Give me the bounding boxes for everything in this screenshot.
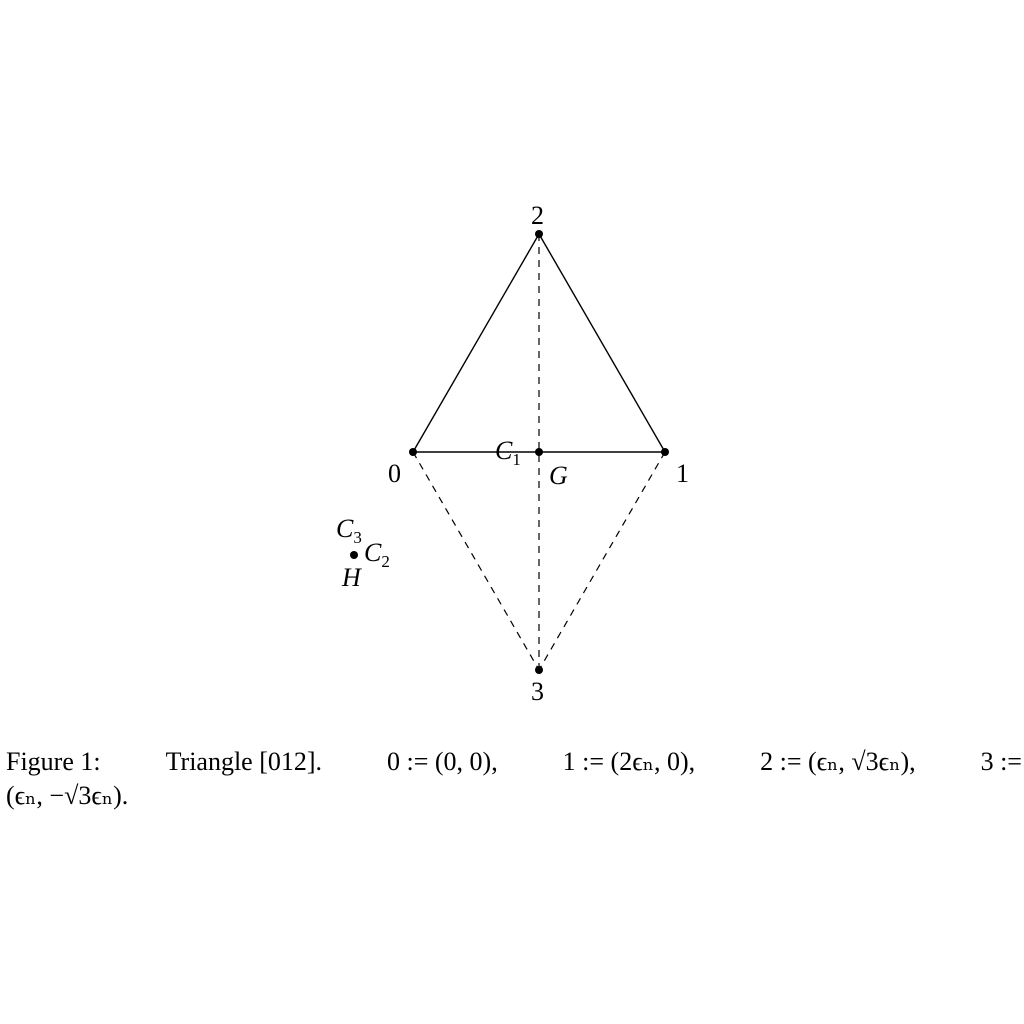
label-vertex-1: 1	[676, 459, 689, 488]
point-3	[535, 666, 543, 674]
dashed-edge-1-3	[538, 451, 666, 671]
caption-title: Triangle [012].	[165, 747, 323, 776]
caption-line-2: (ϵₙ, −√3ϵₙ).	[6, 781, 129, 810]
label-g: G	[549, 461, 568, 490]
triangle-diagram: 0 1 2 3 C1 G C3 C2 H	[336, 201, 689, 706]
point-2	[535, 230, 543, 238]
label-c2-sub: 2	[381, 552, 390, 571]
label-c1-base: C	[495, 436, 513, 465]
point-1	[661, 448, 669, 456]
label-vertex-3: 3	[531, 677, 544, 706]
label-c3: C3	[336, 514, 362, 547]
caption-line-1: Figure 1: Triangle [012]. 0 := (0, 0), 1…	[6, 745, 1022, 779]
label-c3-sub: 3	[353, 528, 362, 547]
point-h	[350, 551, 358, 559]
dashed-edge-0-3	[412, 451, 540, 671]
label-c3-base: C	[336, 514, 354, 543]
label-c2: C2	[364, 538, 390, 571]
label-vertex-2: 2	[531, 201, 544, 230]
caption-figure-label: Figure 1:	[6, 747, 101, 776]
caption-def-1: 1 := (2ϵₙ, 0),	[562, 747, 696, 776]
figure-caption: Figure 1: Triangle [012]. 0 := (0, 0), 1…	[6, 745, 1022, 813]
point-0	[409, 448, 417, 456]
caption-def-3-start: 3 :=	[980, 747, 1022, 776]
edge-0-2	[412, 233, 540, 453]
label-c1: C1	[495, 436, 521, 469]
label-h: H	[341, 563, 362, 592]
label-c2-base: C	[364, 538, 382, 567]
caption-def-0: 0 := (0, 0),	[387, 747, 498, 776]
label-c1-sub: 1	[512, 450, 521, 469]
point-centroid	[535, 448, 543, 456]
edge-1-2	[538, 233, 666, 453]
caption-def-2: 2 := (ϵₙ, √3ϵₙ),	[760, 747, 916, 776]
label-vertex-0: 0	[388, 459, 401, 488]
